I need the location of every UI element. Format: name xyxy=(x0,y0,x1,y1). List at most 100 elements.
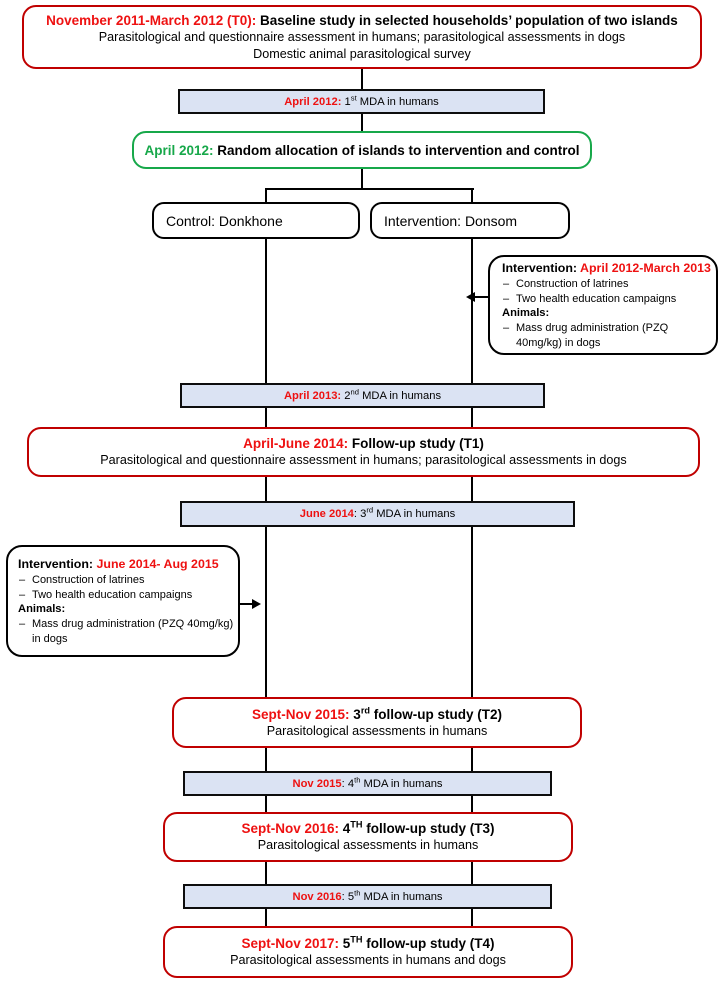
baseline-line2: Parasitological and questionnaire assess… xyxy=(98,29,626,44)
mda5-box: Nov 2016: 5th MDA in humans xyxy=(183,884,552,909)
mda5-text: Nov 2016: 5th MDA in humans xyxy=(292,888,443,904)
mda2-ordinal: nd xyxy=(350,386,359,396)
followup1-date: April-June 2014: xyxy=(243,436,349,451)
intervention2-animals-label: Animals: xyxy=(18,603,66,615)
followup3-heading-tail: follow-up study (T3) xyxy=(362,821,495,836)
followup2-date: Sept-Nov 2015: xyxy=(252,706,350,722)
followup3-line2: Parasitological assessments in humans xyxy=(257,838,479,852)
mda3-date: June 2014 xyxy=(299,508,354,520)
baseline-line3: Domestic animal parasitological survey xyxy=(253,46,471,61)
connector-baseline-to-mda1 xyxy=(361,68,364,90)
connector-mda3-down-left xyxy=(265,527,268,697)
followup2-ordinal: rd xyxy=(360,705,370,715)
connector-t3-to-mda5-left xyxy=(265,862,268,884)
mda2-rest: 2 xyxy=(341,389,351,402)
connector-mda2-to-t1-right xyxy=(471,408,474,428)
connector-random-to-split xyxy=(361,168,364,190)
mda4-box: Nov 2015: 4th MDA in humans xyxy=(183,771,552,796)
followup4-date: Sept-Nov 2017: xyxy=(241,936,340,951)
mda4-ordinal: th xyxy=(354,774,361,784)
connector-split-horizontal xyxy=(265,188,474,191)
followup2-heading-text: 3 xyxy=(349,706,361,722)
mda3-tail: MDA in humans xyxy=(373,508,456,520)
followup4-box: Sept-Nov 2017: 5TH follow-up study (T4) … xyxy=(163,926,573,978)
followup4-heading: Sept-Nov 2017: 5TH follow-up study (T4) xyxy=(241,935,494,952)
intervention1-animals-label: Animals: xyxy=(502,307,550,319)
intervention1-box: Intervention: April 2012-March 2013 Cons… xyxy=(488,255,718,355)
followup2-heading: Sept-Nov 2015: 3rd follow-up study (T2) xyxy=(252,705,502,723)
followup3-date: Sept-Nov 2016: xyxy=(241,821,340,836)
mda3-ordinal: rd xyxy=(366,505,374,515)
followup2-line2: Parasitological assessments in humans xyxy=(266,723,488,738)
baseline-study-box: November 2011-March 2012 (T0): Baseline … xyxy=(22,5,702,69)
followup1-heading-text: Follow-up study (T1) xyxy=(348,436,484,451)
mda3-text: June 2014: 3rd MDA in humans xyxy=(299,505,456,521)
arrow-right-icon-intervention2 xyxy=(252,599,261,609)
mda2-box: April 2013: 2nd MDA in humans xyxy=(180,383,545,408)
connector-t2-to-mda4-left xyxy=(265,748,268,771)
connector-t1-to-mda3-left xyxy=(265,477,268,501)
randomization-box: April 2012: Random allocation of islands… xyxy=(132,131,592,169)
connector-mda2-to-t1-left xyxy=(265,408,268,428)
intervention1-title-label: Intervention: xyxy=(502,261,581,275)
connector-mda1-to-random xyxy=(361,113,364,131)
connector-mda4-to-t3-right xyxy=(471,796,474,814)
intervention1-item-1: Two health education campaigns xyxy=(502,292,676,307)
mda3-rest: : 3 xyxy=(353,508,367,520)
followup4-line2: Parasitological assessments in humans an… xyxy=(230,953,506,967)
control-arm-box: Control: Donkhone xyxy=(152,202,360,239)
mda3-box: June 2014: 3rd MDA in humans xyxy=(180,501,575,527)
connector-split-to-intervention xyxy=(471,188,474,203)
intervention2-title-label: Intervention: xyxy=(18,557,97,571)
followup2-heading-tail: follow-up study (T2) xyxy=(370,706,502,722)
intervention1-animals-item-0: Mass drug administration (PZQ 40mg/kg) i… xyxy=(502,321,714,350)
intervention-arm-box: Intervention: Donsom xyxy=(370,202,570,239)
connector-intervention1-arrow-line xyxy=(474,296,490,299)
mda4-text: Nov 2015: 4th MDA in humans xyxy=(292,774,443,791)
mda5-rest: : 5 xyxy=(341,890,355,903)
intervention1-title-date: April 2012-March 2013 xyxy=(580,261,711,275)
followup3-box: Sept-Nov 2016: 4TH follow-up study (T3) … xyxy=(163,812,573,862)
followup3-heading: Sept-Nov 2016: 4TH follow-up study (T3) xyxy=(241,820,494,837)
connector-mda5-to-t4-right xyxy=(471,909,474,926)
baseline-heading-text: Baseline study in selected households’ p… xyxy=(256,12,678,28)
mda4-rest: : 4 xyxy=(341,777,355,790)
connector-mda3-down-right xyxy=(471,527,474,697)
mda1-date: April 2012: xyxy=(284,95,342,108)
mda2-date: April 2013: xyxy=(283,389,342,402)
randomization-rest: Random allocation of islands to interven… xyxy=(213,142,580,158)
intervention1-item-0: Construction of latrines xyxy=(502,277,629,292)
followup1-heading: April-June 2014: Follow-up study (T1) xyxy=(243,435,484,452)
mda2-text: April 2013: 2nd MDA in humans xyxy=(283,386,442,403)
connector-mda4-to-t3-left xyxy=(265,796,268,814)
connector-t2-to-mda4-right xyxy=(471,748,474,771)
intervention2-title-date: June 2014- Aug 2015 xyxy=(96,557,219,571)
mda1-text: April 2012: 1st MDA in humans xyxy=(284,92,439,109)
baseline-date: November 2011-March 2012 (T0): xyxy=(46,12,257,28)
intervention2-box: Intervention: June 2014- Aug 2015 Constr… xyxy=(6,545,240,657)
followup3-ordinal: TH xyxy=(350,819,363,830)
mda2-tail: MDA in humans xyxy=(358,389,442,402)
connector-intervention2-arrow-line xyxy=(240,603,254,606)
followup4-heading-text: 5 xyxy=(339,936,351,951)
connector-mda5-to-t4-left xyxy=(265,909,268,926)
mda5-tail: MDA in humans xyxy=(360,890,443,903)
mda4-tail: MDA in humans xyxy=(360,777,443,790)
mda5-date: Nov 2016 xyxy=(292,890,342,903)
intervention-arm-label: Intervention: Donsom xyxy=(384,212,518,229)
baseline-heading: November 2011-March 2012 (T0): Baseline … xyxy=(46,12,678,29)
intervention2-item-1: Two health education campaigns xyxy=(18,588,192,603)
followup4-heading-tail: follow-up study (T4) xyxy=(362,936,495,951)
followup1-box: April-June 2014: Follow-up study (T1) Pa… xyxy=(27,427,700,477)
mda4-date: Nov 2015 xyxy=(292,777,342,790)
connector-intervention-down-1 xyxy=(471,238,474,383)
mda1-box: April 2012: 1st MDA in humans xyxy=(178,89,545,114)
connector-control-down-1 xyxy=(265,238,268,383)
arrow-left-icon-intervention1 xyxy=(466,292,475,302)
mda1-tail: MDA in humans xyxy=(356,95,439,108)
mda1-ordinal: st xyxy=(350,92,357,102)
randomization-date: April 2012: xyxy=(144,142,214,158)
followup3-heading-text: 4 xyxy=(339,821,351,836)
intervention1-title: Intervention: April 2012-March 2013 xyxy=(502,260,711,276)
